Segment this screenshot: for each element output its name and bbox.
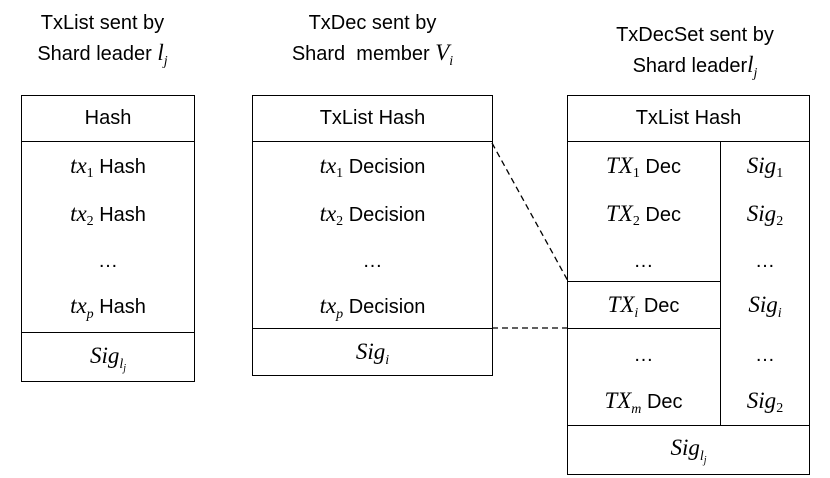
txdec-row-p: txp Decision bbox=[319, 293, 426, 322]
txdecset-sig-2: Sig2 bbox=[746, 201, 784, 229]
txlist-row-2: tx2 Hash bbox=[70, 201, 146, 229]
txdecset-column-divider bbox=[720, 141, 721, 425]
txdecset-sig-ellipsis-2: … bbox=[755, 344, 775, 366]
txdecset-header: TxList Hash bbox=[635, 107, 742, 129]
txdecset-dec-ellipsis-1: … bbox=[633, 250, 654, 272]
txdec-box bbox=[252, 95, 493, 376]
txdecset-sig-i: Sigi bbox=[748, 292, 782, 321]
txlist-row-p: txp Hash bbox=[70, 293, 146, 322]
txdec-row-ellipsis: … bbox=[362, 250, 383, 272]
txdec-footer-signature: Sigi bbox=[355, 339, 390, 368]
txdec-title-line2: Shard member Vi bbox=[291, 40, 454, 69]
txdecset-sig-ellipsis-1: … bbox=[755, 250, 775, 272]
txlist-footer-divider bbox=[21, 332, 195, 333]
txdec-header-divider bbox=[252, 141, 493, 142]
txdecset-dec-2: TX2 Dec bbox=[606, 201, 681, 229]
connector-dashed-top bbox=[491, 142, 569, 282]
txlist-box bbox=[21, 95, 195, 382]
txdecset-dec-i: TXi Dec bbox=[607, 292, 680, 321]
txlist-title-line2: Shard leader lj bbox=[37, 40, 168, 69]
txdecset-title-line1: TxDecSet sent by bbox=[616, 24, 774, 46]
txlist-row-ellipsis: … bbox=[98, 250, 118, 272]
txdec-title: TxDec sent by Shard member Vi bbox=[240, 8, 505, 77]
txlist-header-divider bbox=[21, 141, 195, 142]
txdecset-sig-m: Sig2 bbox=[746, 388, 784, 416]
txdec-header: TxList Hash bbox=[319, 107, 426, 129]
txlist-header: Hash bbox=[84, 107, 132, 129]
txlist-row-1: tx1 Hash bbox=[70, 153, 146, 181]
txlist-title: TxList sent by Shard leader lj bbox=[0, 8, 205, 77]
txdecset-header-divider bbox=[567, 141, 810, 142]
txdecset-title-line2: Shard leaderlj bbox=[632, 52, 758, 81]
txdecset-dec-1: TX1 Dec bbox=[606, 153, 681, 181]
txdecset-box bbox=[567, 95, 810, 475]
txdecset-highlight-top-divider bbox=[567, 281, 720, 282]
txdecset-sig-1: Sig1 bbox=[746, 153, 784, 181]
txdecset-title: TxDecSet sent by Shard leaderlj bbox=[560, 20, 830, 89]
txlist-title-line1: TxList sent by bbox=[40, 12, 165, 34]
txdecset-dec-ellipsis-2: … bbox=[633, 344, 654, 366]
txdecset-highlight-bottom-divider bbox=[567, 328, 720, 329]
txdec-title-line1: TxDec sent by bbox=[308, 12, 437, 34]
txdecset-footer-signature: Siglj bbox=[670, 435, 707, 466]
txdec-footer-divider bbox=[252, 328, 493, 329]
txdecset-footer-divider bbox=[567, 425, 810, 426]
txdecset-dec-m: TXm Dec bbox=[604, 388, 683, 417]
txdec-row-1: tx1 Decision bbox=[319, 153, 426, 181]
txlist-footer-signature: Siglj bbox=[89, 343, 127, 374]
txdec-row-2: tx2 Decision bbox=[319, 201, 426, 229]
